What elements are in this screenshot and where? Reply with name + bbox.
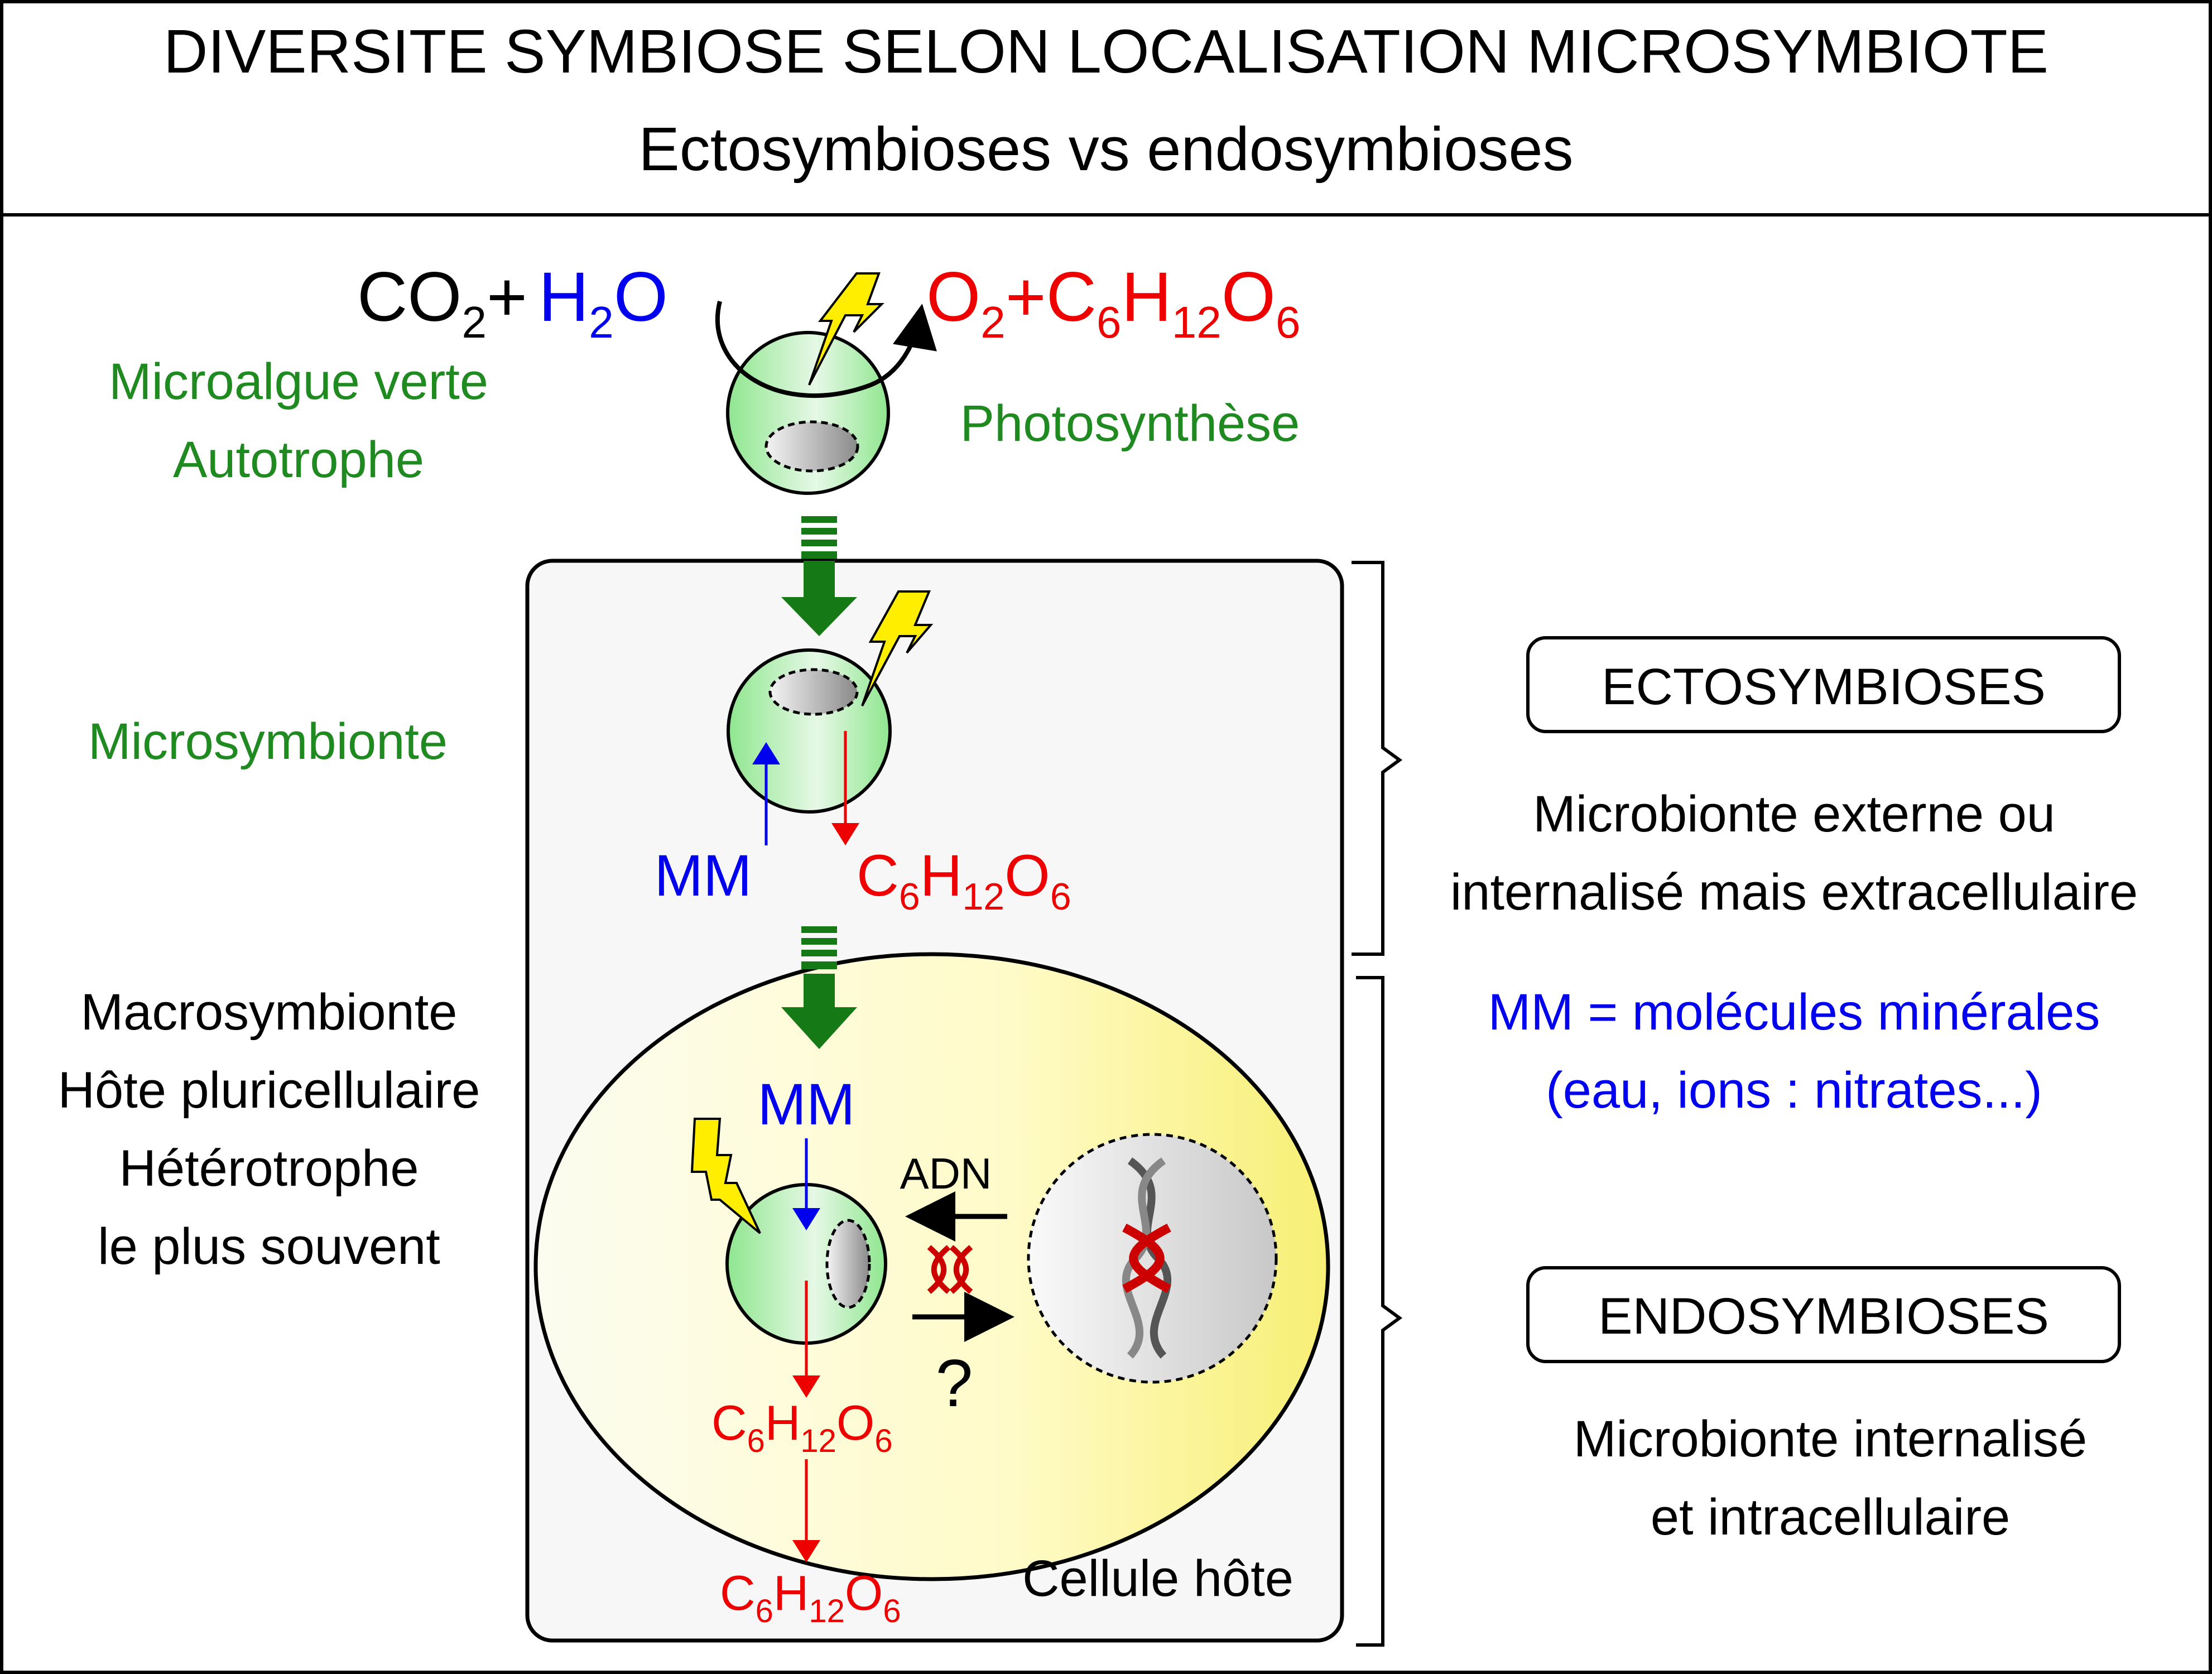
macro-label-line4: le plus souvent xyxy=(98,1218,440,1275)
lightning-icon-2 xyxy=(861,590,934,706)
glucose-label-3: C6H12O6 xyxy=(720,1565,901,1629)
endo-title: ENDOSYMBIOSES xyxy=(1598,1288,2049,1345)
microsymbionte-nucleus xyxy=(768,668,859,716)
ecto-title: ECTOSYMBIOSES xyxy=(1602,658,2046,715)
green-arrow-down-2 xyxy=(781,926,857,1049)
photosynthese-label: Photosynthèse xyxy=(960,395,1300,452)
adn-label: ADN xyxy=(900,1149,992,1198)
endo-desc-line2: et intracellulaire xyxy=(1651,1489,2010,1546)
ecto-title-box xyxy=(1526,636,2121,733)
microsymbionte-cell xyxy=(727,648,892,814)
endo-brace xyxy=(1356,976,1403,1647)
host-nucleus xyxy=(1027,1133,1278,1384)
green-arrow-down-top xyxy=(781,561,857,636)
microalgue-label-line1: Microalgue verte xyxy=(109,353,488,410)
lightning-icon-3 xyxy=(690,1118,761,1234)
glucose-label: C6H12O6 xyxy=(857,843,1071,918)
photosynthesis-curved-arrow xyxy=(715,301,937,398)
photosynthesis-products: O2+C6H12O6 xyxy=(926,258,1301,347)
microalgue-nucleus xyxy=(764,420,859,473)
macro-label-line1: Macrosymbionte xyxy=(81,984,458,1041)
dna-red-icon xyxy=(927,1245,973,1294)
cellule-hote-label: Cellule hôte xyxy=(1022,1550,1293,1607)
mm-definition-line2: (eau, ions : nitrates...) xyxy=(1546,1062,2042,1119)
macro-label-line3: Hétérotrophe xyxy=(119,1140,419,1197)
ecto-desc-line1: Microbionte externe ou xyxy=(1533,786,2055,843)
photosynthesis-reactants: CO2+H2O xyxy=(357,258,668,347)
glucose-label-2: C6H12O6 xyxy=(711,1395,893,1459)
dna-helix-icon xyxy=(1122,1157,1172,1359)
mm-label-2: MM xyxy=(758,1072,855,1137)
ecto-desc-line2: internalisé mais extracellulaire xyxy=(1450,864,2138,921)
mm-definition-line1: MM = molécules minérales xyxy=(1488,984,2100,1041)
endo-desc-line1: Microbionte internalisé xyxy=(1574,1411,2087,1468)
lightning-icon xyxy=(808,272,884,386)
question-mark: ? xyxy=(936,1346,973,1421)
page-subtitle: Ectosymbioses vs endosymbioses xyxy=(638,115,1573,184)
endosymbiont-cell xyxy=(725,1183,887,1345)
mm-label: MM xyxy=(655,843,752,908)
page-title: DIVERSITE SYMBIOSE SELON LOCALISATION MI… xyxy=(164,17,2048,86)
ecto-brace xyxy=(1352,561,1403,956)
microsymbionte-label: Microsymbionte xyxy=(88,713,448,770)
microalgue-cell xyxy=(726,331,890,495)
microalgue-label-line2: Autotrophe xyxy=(173,431,424,488)
endo-title-box xyxy=(1526,1266,2121,1363)
macro-label-line2: Hôte pluricellulaire xyxy=(58,1062,480,1119)
endosymbiont-nucleus xyxy=(825,1219,871,1309)
